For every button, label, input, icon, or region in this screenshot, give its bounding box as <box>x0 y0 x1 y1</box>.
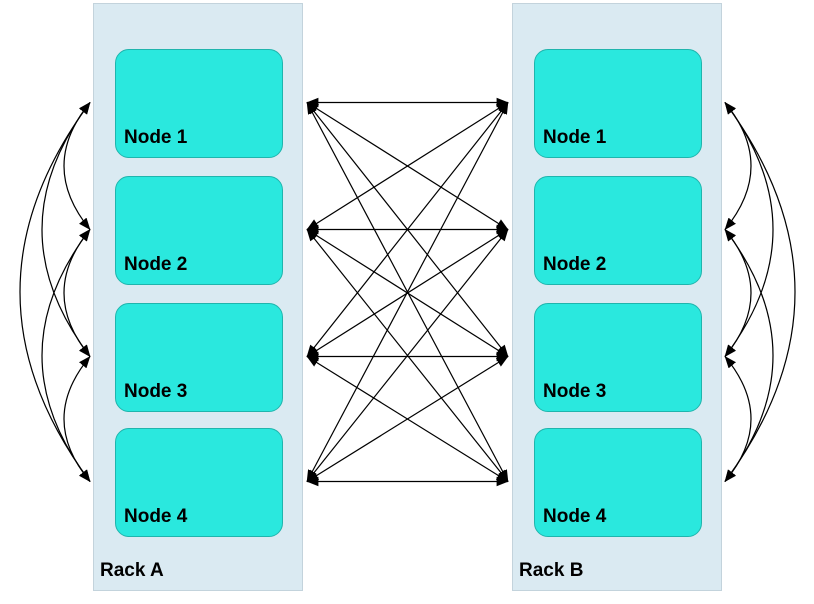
rack-a-node-3: Node 3 <box>115 303 283 412</box>
arrow <box>19 102 91 482</box>
rack-a-node-2: Node 2 <box>115 176 283 285</box>
rack-b-node-2: Node 2 <box>534 176 702 285</box>
node-label: Node 1 <box>543 127 607 148</box>
node-label: Node 3 <box>543 381 607 402</box>
node-label: Node 4 <box>543 506 607 527</box>
arrow <box>41 229 91 482</box>
rack-b-internal-arrows <box>724 102 796 482</box>
node-label: Node 2 <box>543 254 607 275</box>
rack-a-label: Rack A <box>100 560 164 581</box>
rack-b-node-1: Node 1 <box>534 49 702 158</box>
arrow <box>724 102 774 357</box>
node-label: Node 3 <box>124 381 188 402</box>
rack-b-label: Rack B <box>519 560 584 581</box>
rack-b: Node 1 Node 2 Node 3 Node 4 Rack B <box>512 3 722 591</box>
arrow <box>41 102 91 357</box>
node-label: Node 4 <box>124 506 188 527</box>
rack-a: Node 1 Node 2 Node 3 Node 4 Rack A <box>93 3 303 591</box>
arrow <box>306 355 509 483</box>
node-label: Node 2 <box>124 254 188 275</box>
rack-b-node-3: Node 3 <box>534 303 702 412</box>
inter-rack-mesh-arrows <box>306 97 509 487</box>
arrow <box>63 356 91 482</box>
rack-b-node-4: Node 4 <box>534 428 702 537</box>
arrow <box>724 356 752 482</box>
rack-a-node-4: Node 4 <box>115 428 283 537</box>
node-label: Node 1 <box>124 127 188 148</box>
rack-a-internal-arrows <box>19 102 91 482</box>
arrow <box>724 229 774 482</box>
arrow <box>724 102 796 482</box>
rack-a-node-1: Node 1 <box>115 49 283 158</box>
